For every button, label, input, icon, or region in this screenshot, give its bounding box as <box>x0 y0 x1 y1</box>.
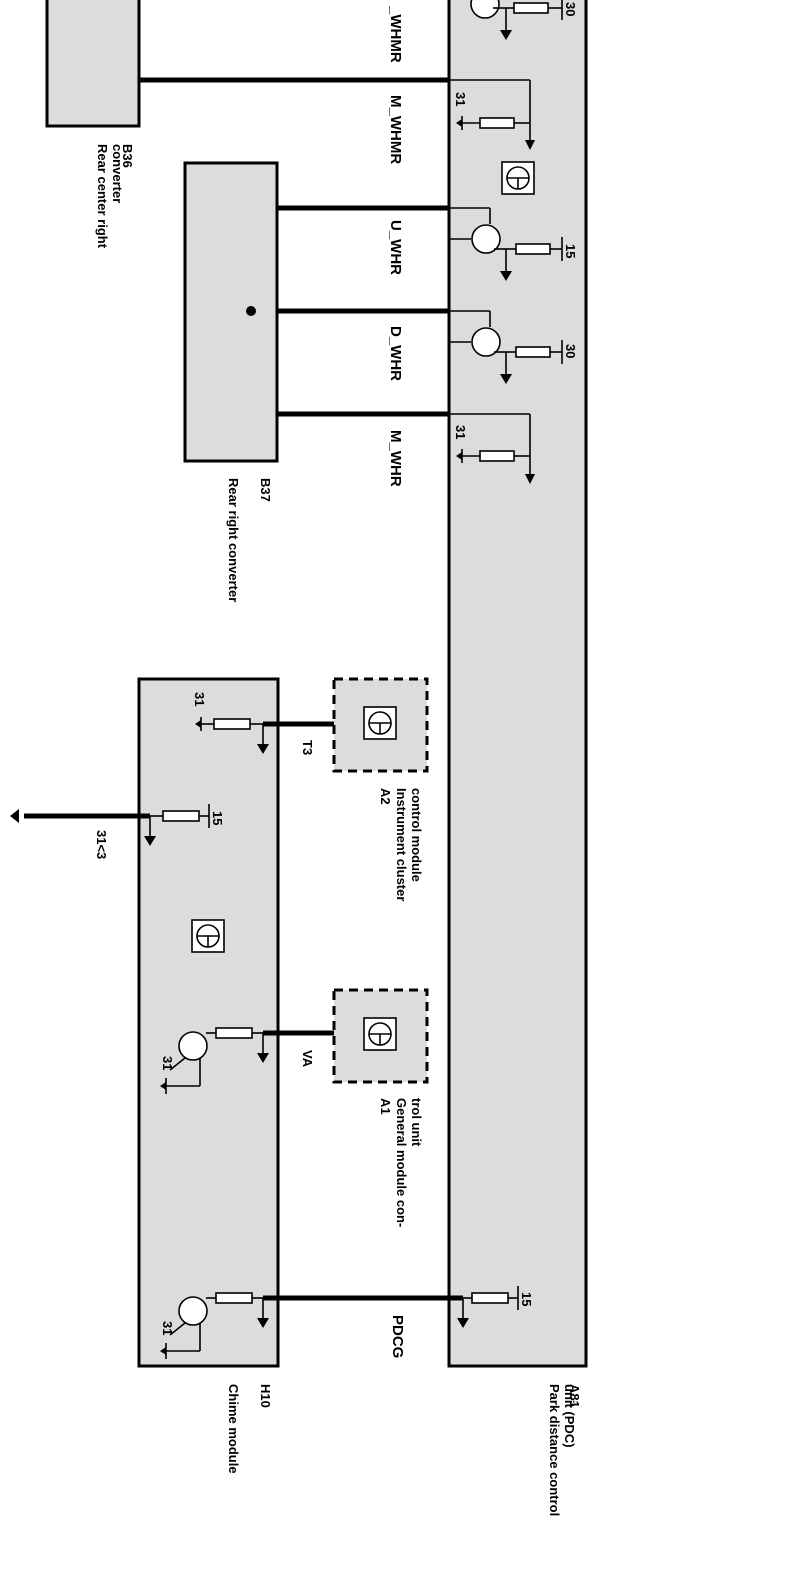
name-a81: Park distance control unit (PDC) <box>547 1384 577 1520</box>
name-a1: General module con- trol unit <box>394 1098 424 1231</box>
label-pdcg: PDCG <box>389 1315 406 1358</box>
chime-pdcg-driver <box>160 1292 269 1359</box>
id-b36: B36 <box>120 144 135 168</box>
pdc-pdcg-circuit <box>457 1286 519 1328</box>
label-gnd-ref: 31<3 <box>94 830 109 859</box>
name-h10: Chime module <box>226 1384 241 1474</box>
pdc-box <box>447 0 588 1368</box>
name-b36-line1: Rear center right <box>95 144 110 249</box>
terminal-31-m-whmr: 31 <box>453 92 468 106</box>
label-m-whmr: M_WHMR <box>387 95 404 164</box>
chime-va-driver <box>160 1027 269 1094</box>
label-t3: T3 <box>300 740 315 755</box>
name-a1-line1: General module con- <box>394 1098 409 1227</box>
label-u-whmr: _WHMR <box>387 5 404 63</box>
name-b36-line2: converter <box>110 144 125 203</box>
id-a1: A1 <box>378 1098 393 1115</box>
terminal-31-t3: 31 <box>192 692 207 706</box>
pdc-ground-m-whmr <box>449 79 535 150</box>
name-a81-line2: unit (PDC) <box>562 1384 577 1448</box>
pdc-driver-u-whr <box>449 207 563 281</box>
b37-box <box>183 161 279 463</box>
chime-logic-icon <box>191 919 225 953</box>
name-a2: Instrument cluster control module <box>394 788 424 905</box>
a1-logic-icon <box>363 1017 397 1051</box>
pdc-driver-top <box>470 0 563 40</box>
terminal-15-u-whr: 15 <box>563 244 578 258</box>
terminal-31-pdcg: 31 <box>160 1321 175 1335</box>
terminal-15-chime: 15 <box>210 811 225 825</box>
id-a81: A81 <box>567 1384 582 1408</box>
chime-t3-circuit <box>195 717 269 754</box>
ground-arrow-31-3 <box>10 809 19 823</box>
chime-15-circuit <box>144 804 210 846</box>
a2-logic-icon <box>363 706 397 740</box>
name-a1-line2: trol unit <box>409 1098 424 1147</box>
name-a2-line2: control module <box>409 788 424 882</box>
label-va: VA <box>300 1050 315 1068</box>
pdc-logic-icon <box>501 161 535 195</box>
pdc-driver-d-whr <box>449 310 563 384</box>
pdc-ground-m-whr <box>449 413 535 484</box>
label-d-whr: D_WHR <box>387 326 404 381</box>
b37-marker-dot <box>246 306 256 316</box>
terminal-31-va: 31 <box>160 1056 175 1070</box>
terminal-30-top: 30 <box>563 2 578 16</box>
id-b37: B37 <box>258 478 273 502</box>
terminal-31-m-whr: 31 <box>453 425 468 439</box>
chime-box <box>137 677 280 1368</box>
name-b36: Rear center right converter <box>95 144 125 252</box>
label-u-whr: U_WHR <box>387 220 404 275</box>
b36-box <box>45 0 141 128</box>
terminal-15-pdcg: 15 <box>519 1292 534 1306</box>
terminal-30-d-whr: 30 <box>563 344 578 358</box>
name-b37: Rear right converter <box>226 478 241 602</box>
name-a2-line1: Instrument cluster <box>394 788 409 901</box>
id-h10: H10 <box>258 1384 273 1408</box>
name-a81-line1: Park distance control <box>547 1384 562 1516</box>
label-m-whr: M_WHR <box>387 430 404 487</box>
id-a2: A2 <box>378 788 393 805</box>
